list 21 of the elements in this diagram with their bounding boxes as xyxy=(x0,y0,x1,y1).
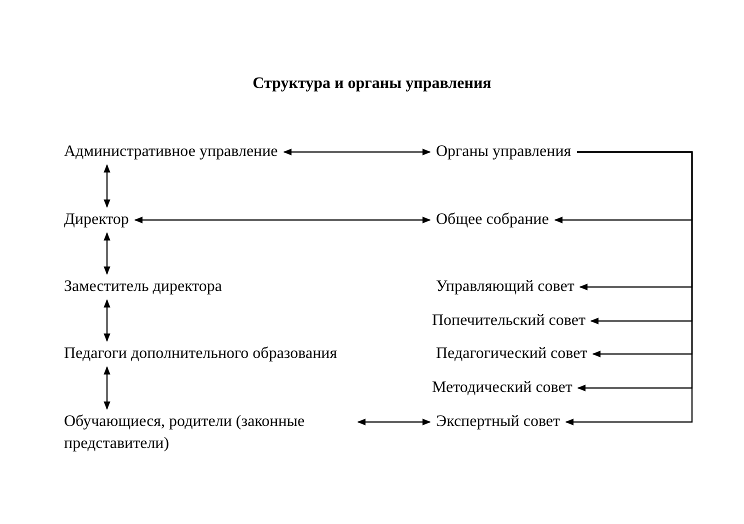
node-label: Экспертный совет xyxy=(430,411,566,433)
arrow xyxy=(134,216,431,224)
node-label: Управляющий совет xyxy=(430,276,580,298)
node-label: Органы управления xyxy=(430,141,578,163)
node-label: Методический совет xyxy=(426,377,578,399)
node-label: Педагогический совет xyxy=(430,343,594,365)
node-label: Административное управление xyxy=(58,141,284,163)
arrow xyxy=(104,299,110,342)
arrow xyxy=(104,366,110,410)
node-label: Обучающиеся, родители (законные представители) xyxy=(58,411,358,455)
arrow xyxy=(283,148,431,156)
diagram-title: Структура и органы управления xyxy=(252,74,492,94)
node-label: Директор xyxy=(58,209,135,231)
node-label: Общее собрание xyxy=(430,209,555,231)
arrow xyxy=(104,232,110,275)
arrow xyxy=(357,418,431,426)
node-label: Педагоги дополнительного образования xyxy=(58,343,344,365)
arrow xyxy=(104,164,110,208)
node-label: Заместитель директора xyxy=(58,276,228,298)
node-label: Попечительский совет xyxy=(426,310,592,332)
arrow xyxy=(565,151,693,426)
